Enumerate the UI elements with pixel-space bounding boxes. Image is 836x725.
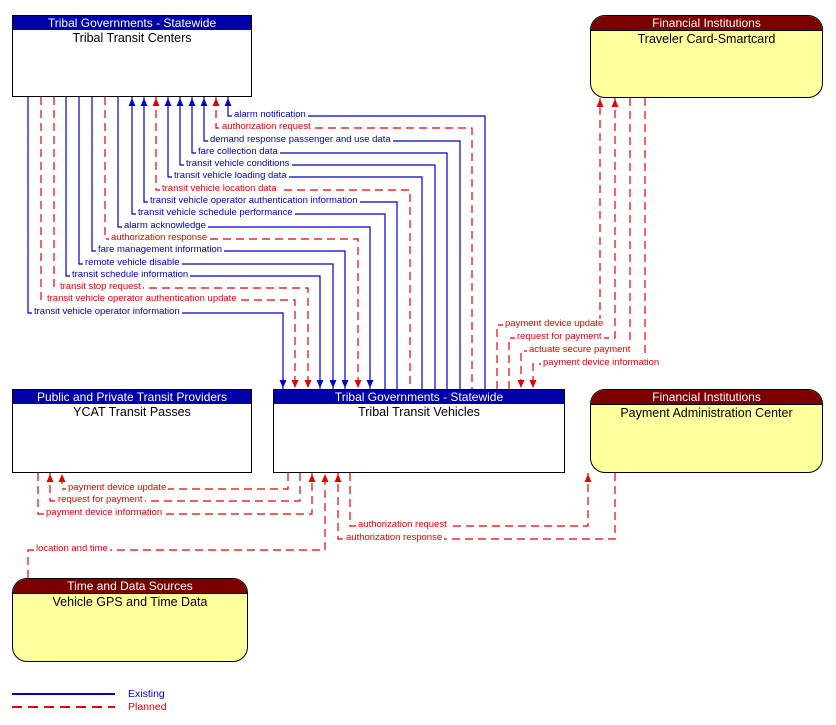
node-header: Financial Institutions [591, 390, 822, 405]
flow-label: transit vehicle schedule performance [136, 206, 295, 219]
legend-planned-row: Planned [12, 701, 242, 713]
flow-line [104, 97, 359, 389]
flow-line [532, 98, 646, 389]
node-tribal-transit-vehicles[interactable]: Tribal Governments - Statewide Tribal Tr… [273, 389, 565, 473]
flow-label: actuate secure payment [527, 343, 633, 356]
flow-label: payment device update [66, 481, 169, 494]
flow-label: transit vehicle location data [160, 182, 279, 195]
node-title: Vehicle GPS and Time Data [52, 595, 208, 609]
flow-line [78, 97, 334, 389]
flow-line [37, 473, 313, 515]
arrowhead-up-icon [46, 474, 54, 482]
arrowhead-up-icon [164, 98, 172, 106]
arrowhead-down-icon [366, 380, 374, 388]
flow-line [227, 97, 486, 389]
flow-line [349, 473, 589, 527]
flow-label: location and time [34, 542, 110, 555]
flow-line [27, 473, 326, 578]
arrowhead-down-icon [341, 380, 349, 388]
node-title: Traveler Card-Smartcard [637, 32, 776, 46]
flow-label: authorization response [344, 531, 445, 544]
node-header: Tribal Governments - Statewide [13, 16, 251, 30]
flow-label: authorization response [109, 231, 210, 244]
flow-line [155, 97, 411, 389]
arrowhead-up-icon [321, 474, 329, 482]
flow-label: alarm acknowledge [122, 219, 208, 232]
node-payment-administration-center[interactable]: Financial Institutions Payment Administr… [590, 389, 823, 473]
node-header: Time and Data Sources [13, 579, 247, 594]
arrowhead-down-icon [291, 380, 299, 388]
flow-label: transit vehicle operator authentication … [148, 194, 360, 207]
node-title: Payment Administration Center [620, 406, 793, 420]
arrowhead-up-icon [224, 98, 232, 106]
flow-label: authorization request [220, 120, 313, 133]
node-header: Public and Private Transit Providers [13, 390, 251, 404]
arrowhead-down-icon [354, 380, 362, 388]
arrowhead-down-icon [279, 380, 287, 388]
arrowhead-up-icon [152, 98, 160, 106]
flow-line [337, 473, 616, 540]
arrowhead-up-icon [128, 98, 136, 106]
flow-label: fare management information [96, 243, 225, 256]
arrowhead-down-icon [316, 380, 324, 388]
arrowhead-down-icon [329, 380, 337, 388]
flow-line [215, 97, 473, 389]
node-title: Tribal Transit Vehicles [358, 405, 480, 419]
arrowhead-up-icon [611, 99, 619, 107]
flow-label: payment device update [503, 317, 606, 330]
flow-label: payment device information [44, 506, 165, 519]
flow-line [179, 97, 436, 389]
flow-label: transit vehicle operator information [32, 305, 182, 318]
legend-existing-line-sample [12, 693, 115, 695]
flow-line [520, 98, 631, 389]
flow-line [53, 97, 309, 389]
arrowhead-down-icon [529, 380, 537, 388]
flow-line [65, 97, 321, 389]
arrowhead-up-icon [212, 98, 220, 106]
arrowhead-up-icon [200, 98, 208, 106]
flow-label: alarm notification [232, 108, 308, 121]
flow-line [49, 473, 301, 502]
arrowhead-up-icon [176, 98, 184, 106]
flow-line [167, 97, 423, 389]
legend-planned-line-sample [12, 706, 115, 708]
flow-label: transit schedule information [70, 268, 191, 281]
flow-label: fare collection data [196, 145, 280, 158]
legend-existing-label: Existing [128, 688, 165, 700]
node-ycat-transit-passes[interactable]: Public and Private Transit Providers YCA… [12, 389, 252, 473]
arrowhead-up-icon [58, 474, 66, 482]
legend-existing-row: Existing [12, 688, 242, 700]
arrowhead-up-icon [596, 99, 604, 107]
flow-label: transit stop request [58, 280, 143, 293]
flow-label: authorization request [356, 518, 449, 531]
arrowhead-up-icon [308, 474, 316, 482]
legend-planned-label: Planned [128, 701, 167, 713]
arrowhead-down-icon [304, 380, 312, 388]
flow-line [117, 97, 371, 389]
node-tribal-transit-centers[interactable]: Tribal Governments - Statewide Tribal Tr… [12, 15, 252, 97]
arrowhead-down-icon [517, 380, 525, 388]
arrowhead-up-icon [334, 474, 342, 482]
flow-label: transit vehicle operator authentication … [45, 292, 239, 305]
arrowhead-up-icon [188, 98, 196, 106]
legend: Existing Planned [12, 688, 242, 714]
arrowhead-up-icon [584, 474, 592, 482]
flow-line [191, 97, 448, 389]
node-header: Financial Institutions [591, 16, 822, 31]
flow-label: request for payment [56, 493, 145, 506]
flow-label: transit vehicle loading data [172, 169, 289, 182]
node-traveler-card-smartcard[interactable]: Financial Institutions Traveler Card-Sma… [590, 15, 823, 98]
node-header: Tribal Governments - Statewide [274, 390, 564, 404]
node-title: YCAT Transit Passes [73, 405, 191, 419]
arrowhead-up-icon [140, 98, 148, 106]
flow-label: transit vehicle conditions [184, 157, 292, 170]
flow-label: payment device information [541, 356, 662, 369]
flow-label: demand response passenger and use data [208, 133, 393, 146]
node-vehicle-gps-and-time-data[interactable]: Time and Data Sources Vehicle GPS and Ti… [12, 578, 248, 662]
node-title: Tribal Transit Centers [72, 31, 192, 45]
flow-label: request for payment [515, 330, 604, 343]
flow-label: remote vehicle disable [83, 256, 182, 269]
flow-line [496, 98, 601, 389]
